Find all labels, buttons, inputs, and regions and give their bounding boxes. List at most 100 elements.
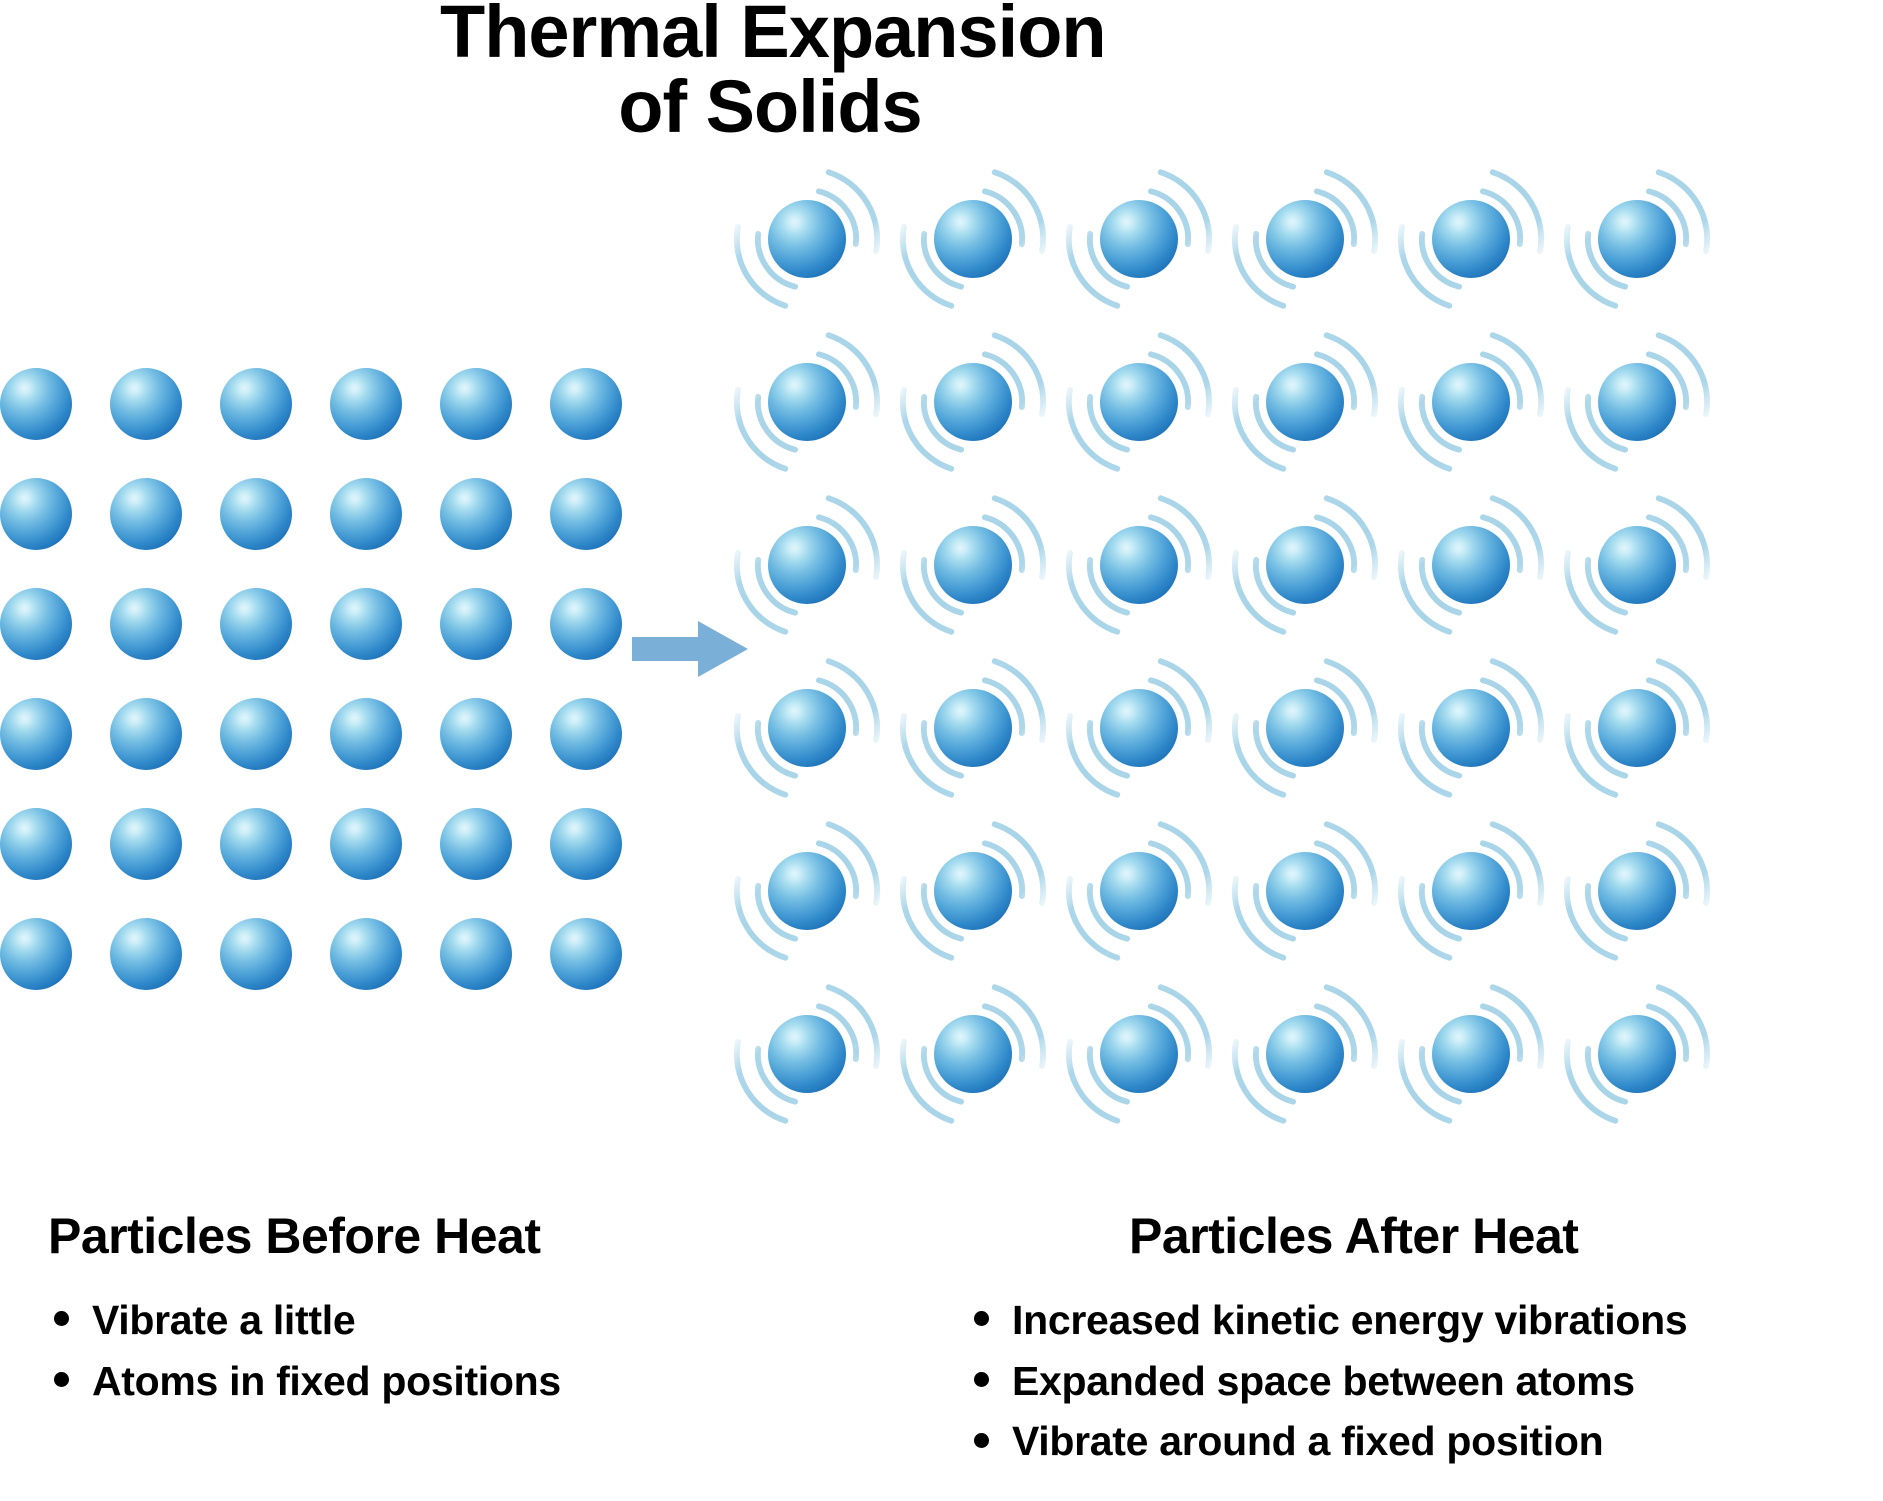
- particle-sphere: [110, 478, 182, 550]
- lattice-particle: [550, 368, 622, 440]
- particle-sphere: [1432, 852, 1510, 930]
- particle-sphere: [110, 588, 182, 660]
- lattice-particle: [733, 658, 881, 798]
- particle-sphere: [768, 363, 846, 441]
- lattice-particle: [733, 169, 881, 309]
- particle-sphere: [768, 200, 846, 278]
- particle-sphere: [0, 588, 72, 660]
- bullet-dot-icon: [54, 1311, 69, 1327]
- particle-sphere: [768, 852, 846, 930]
- lattice-particle: [110, 588, 182, 660]
- lattice-particle: [550, 698, 622, 770]
- lattice-particle: [220, 368, 292, 440]
- particle-sphere: [1266, 1015, 1344, 1093]
- lattice-particle: [1397, 495, 1545, 635]
- particle-sphere: [1100, 526, 1178, 604]
- lattice-particle: [1231, 495, 1379, 635]
- lattice-particle: [440, 478, 512, 550]
- title-line-1: Thermal Expansion: [440, 0, 1107, 73]
- heated-solid-lattice: [733, 169, 1883, 1124]
- particle-sphere: [934, 526, 1012, 604]
- lattice-particle: [1231, 984, 1379, 1124]
- particle-sphere: [330, 698, 402, 770]
- lattice-particle: [1397, 169, 1545, 309]
- lattice-particle: [733, 984, 881, 1124]
- lattice-particle: [899, 658, 1047, 798]
- lattice-particle: [733, 495, 881, 635]
- lattice-particle: [1231, 332, 1379, 472]
- particle-sphere: [1598, 363, 1676, 441]
- lattice-particle: [1397, 821, 1545, 961]
- particle-sphere: [550, 808, 622, 880]
- particle-sphere: [1432, 200, 1510, 278]
- particle-sphere: [0, 368, 72, 440]
- bullet-item: Atoms in fixed positions: [48, 1351, 561, 1412]
- lattice-particle: [550, 808, 622, 880]
- particle-sphere: [550, 478, 622, 550]
- lattice-particle: [1397, 984, 1545, 1124]
- particle-sphere: [550, 588, 622, 660]
- particle-sphere: [440, 368, 512, 440]
- particle-sphere: [330, 918, 402, 990]
- particle-sphere: [1266, 526, 1344, 604]
- particle-sphere: [110, 368, 182, 440]
- bullet-text: Vibrate around a fixed position: [1012, 1418, 1604, 1465]
- lattice-particle: [110, 478, 182, 550]
- lattice-particle: [550, 918, 622, 990]
- particle-sphere: [934, 200, 1012, 278]
- particle-sphere: [934, 689, 1012, 767]
- particle-sphere: [330, 478, 402, 550]
- particle-sphere: [220, 918, 292, 990]
- particle-sphere: [1100, 200, 1178, 278]
- particle-sphere: [1598, 526, 1676, 604]
- lattice-particle: [1563, 332, 1711, 472]
- lattice-particle: [330, 918, 402, 990]
- particle-sphere: [768, 526, 846, 604]
- lattice-particle: [330, 808, 402, 880]
- particle-sphere: [440, 478, 512, 550]
- lattice-particle: [1563, 821, 1711, 961]
- lattice-particle: [0, 368, 72, 440]
- cold-solid-lattice: [0, 368, 622, 990]
- lattice-particle: [733, 332, 881, 472]
- lattice-particle: [1397, 658, 1545, 798]
- particle-sphere: [220, 478, 292, 550]
- lattice-particle: [220, 588, 292, 660]
- particle-sphere: [220, 808, 292, 880]
- lattice-particle: [110, 698, 182, 770]
- bullet-dot-icon: [974, 1432, 989, 1448]
- heat-transition-arrow: [632, 618, 750, 680]
- lattice-particle: [899, 984, 1047, 1124]
- bullet-text: Atoms in fixed positions: [92, 1357, 561, 1404]
- lattice-particle: [1563, 658, 1711, 798]
- lattice-particle: [733, 821, 881, 961]
- particle-sphere: [934, 852, 1012, 930]
- particle-sphere: [550, 698, 622, 770]
- lattice-particle: [330, 368, 402, 440]
- particle-sphere: [440, 698, 512, 770]
- lattice-particle: [1231, 821, 1379, 961]
- particle-sphere: [1432, 526, 1510, 604]
- lattice-particle: [0, 808, 72, 880]
- bullet-item: Vibrate a little: [48, 1290, 561, 1351]
- bullet-item: Vibrate around a fixed position: [968, 1411, 1687, 1472]
- lattice-particle: [1065, 984, 1213, 1124]
- lattice-particle: [1231, 658, 1379, 798]
- lattice-particle: [1065, 495, 1213, 635]
- lattice-particle: [899, 332, 1047, 472]
- particle-sphere: [110, 698, 182, 770]
- particle-sphere: [1266, 363, 1344, 441]
- lattice-particle: [1065, 169, 1213, 309]
- particle-sphere: [1432, 689, 1510, 767]
- particle-sphere: [0, 918, 72, 990]
- arrow-icon: [632, 621, 748, 677]
- particle-sphere: [550, 918, 622, 990]
- lattice-particle: [550, 588, 622, 660]
- lattice-particle: [220, 808, 292, 880]
- particle-sphere: [1100, 363, 1178, 441]
- lattice-particle: [1065, 821, 1213, 961]
- lattice-particle: [110, 918, 182, 990]
- lattice-particle: [1563, 495, 1711, 635]
